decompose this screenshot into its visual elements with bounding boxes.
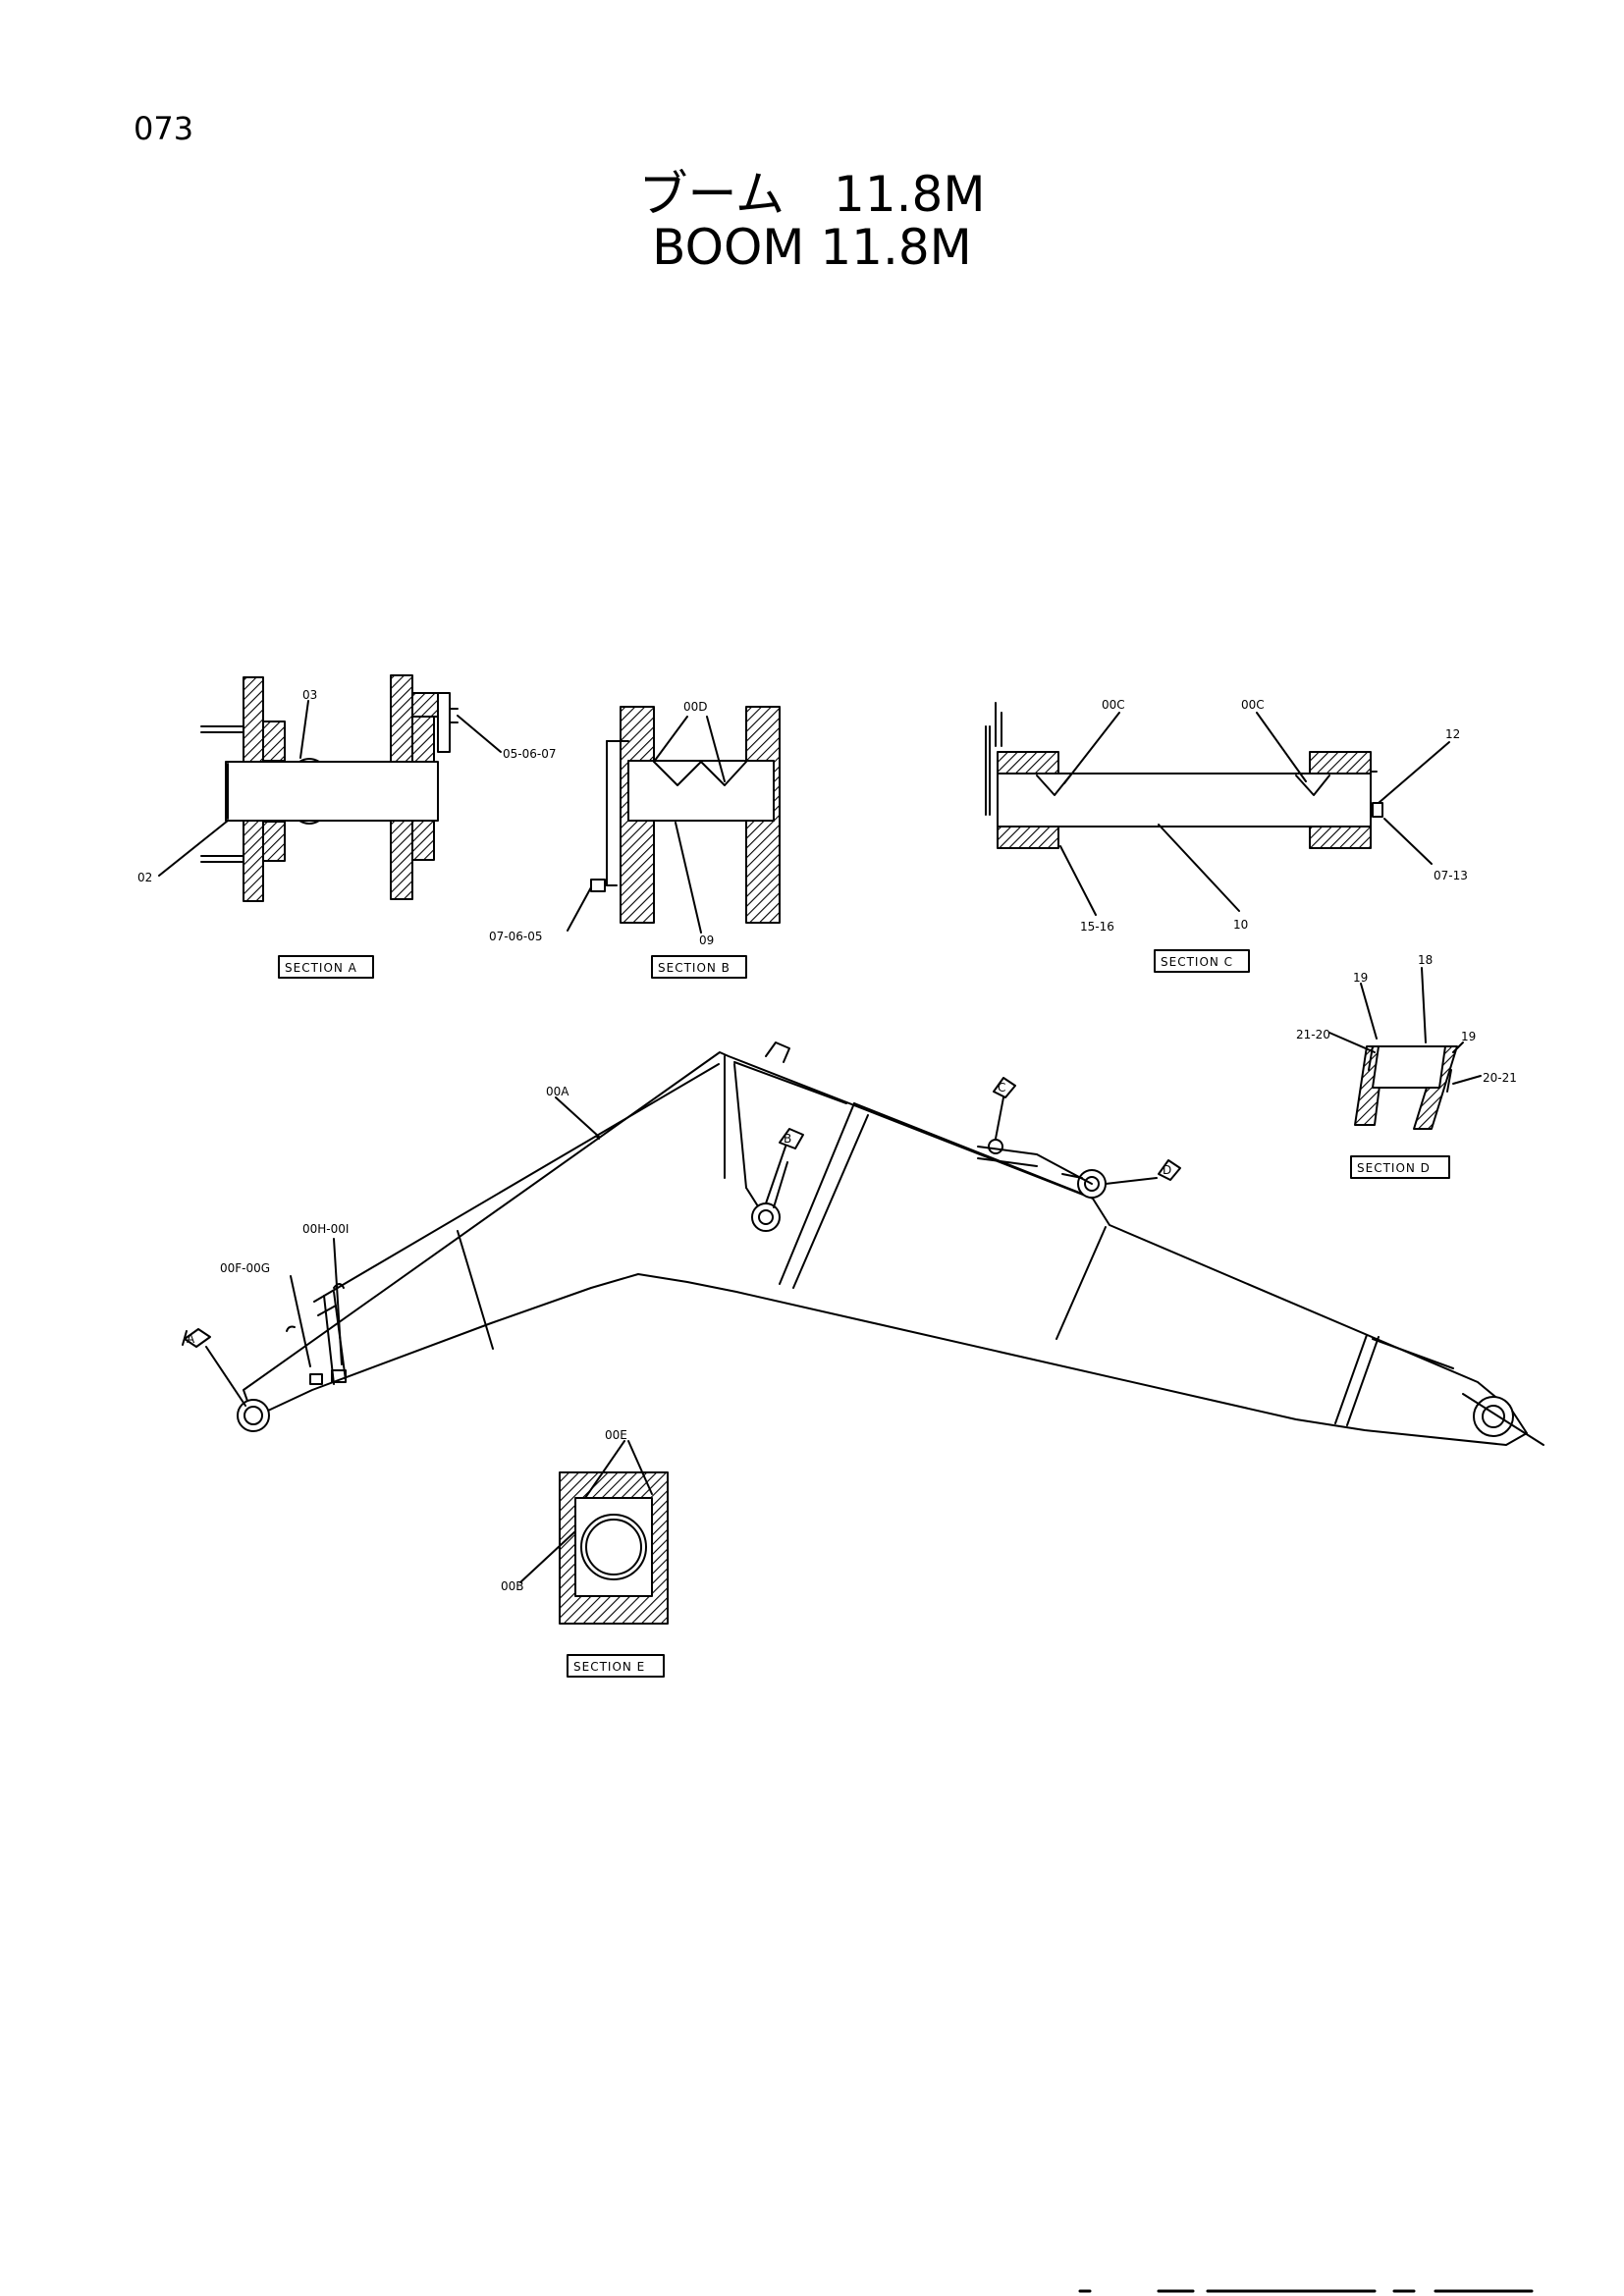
section-d-detail <box>1328 967 1482 1179</box>
section-c-detail <box>985 702 1450 973</box>
page-number: 073 <box>134 110 194 147</box>
callout-18: 18 <box>1418 953 1433 967</box>
callout-00c-right: 00C <box>1241 698 1265 712</box>
callout-00d: 00D <box>683 700 708 714</box>
callout-20-21: 20-21 <box>1483 1071 1517 1085</box>
section-e-detail <box>519 1440 669 1678</box>
marker-b: B <box>784 1132 791 1146</box>
callout-19-right: 19 <box>1461 1030 1476 1043</box>
boom-structure <box>205 1041 1544 1446</box>
section-markers <box>182 1077 1181 1348</box>
callout-00f-00g: 00F-00G <box>220 1261 270 1275</box>
callout-12: 12 <box>1445 727 1460 741</box>
callout-10: 10 <box>1233 918 1248 932</box>
callout-19-left: 19 <box>1353 971 1368 985</box>
section-d-label: SECTION D <box>1357 1161 1431 1175</box>
callout-07-13: 07-13 <box>1434 869 1468 882</box>
section-a-label: SECTION A <box>285 961 357 975</box>
callout-03: 03 <box>302 688 317 702</box>
callout-07-06-05: 07-06-05 <box>489 930 542 943</box>
page-title-japanese: ブーム 11.8M <box>638 166 986 223</box>
section-b-detail <box>567 706 781 979</box>
callout-00c-left: 00C <box>1102 698 1125 712</box>
section-b-label: SECTION B <box>658 961 731 975</box>
callout-00h-00i: 00H-00I <box>302 1222 349 1236</box>
page-title-english: BOOM 11.8M <box>652 219 972 276</box>
section-c-label: SECTION C <box>1161 955 1233 969</box>
marker-c: C <box>998 1081 1005 1095</box>
marker-d: D <box>1163 1163 1171 1177</box>
callout-02: 02 <box>137 871 152 884</box>
section-a-detail <box>158 674 502 979</box>
callout-05-06-07: 05-06-07 <box>503 747 556 761</box>
section-e-label: SECTION E <box>573 1660 645 1674</box>
callout-15-16: 15-16 <box>1080 920 1114 934</box>
callout-21-20: 21-20 <box>1296 1028 1330 1041</box>
callout-00e: 00E <box>605 1428 627 1442</box>
callout-00a: 00A <box>546 1085 569 1098</box>
callout-00b: 00B <box>501 1579 524 1593</box>
marker-a: A <box>187 1332 195 1346</box>
callout-09: 09 <box>699 934 714 947</box>
